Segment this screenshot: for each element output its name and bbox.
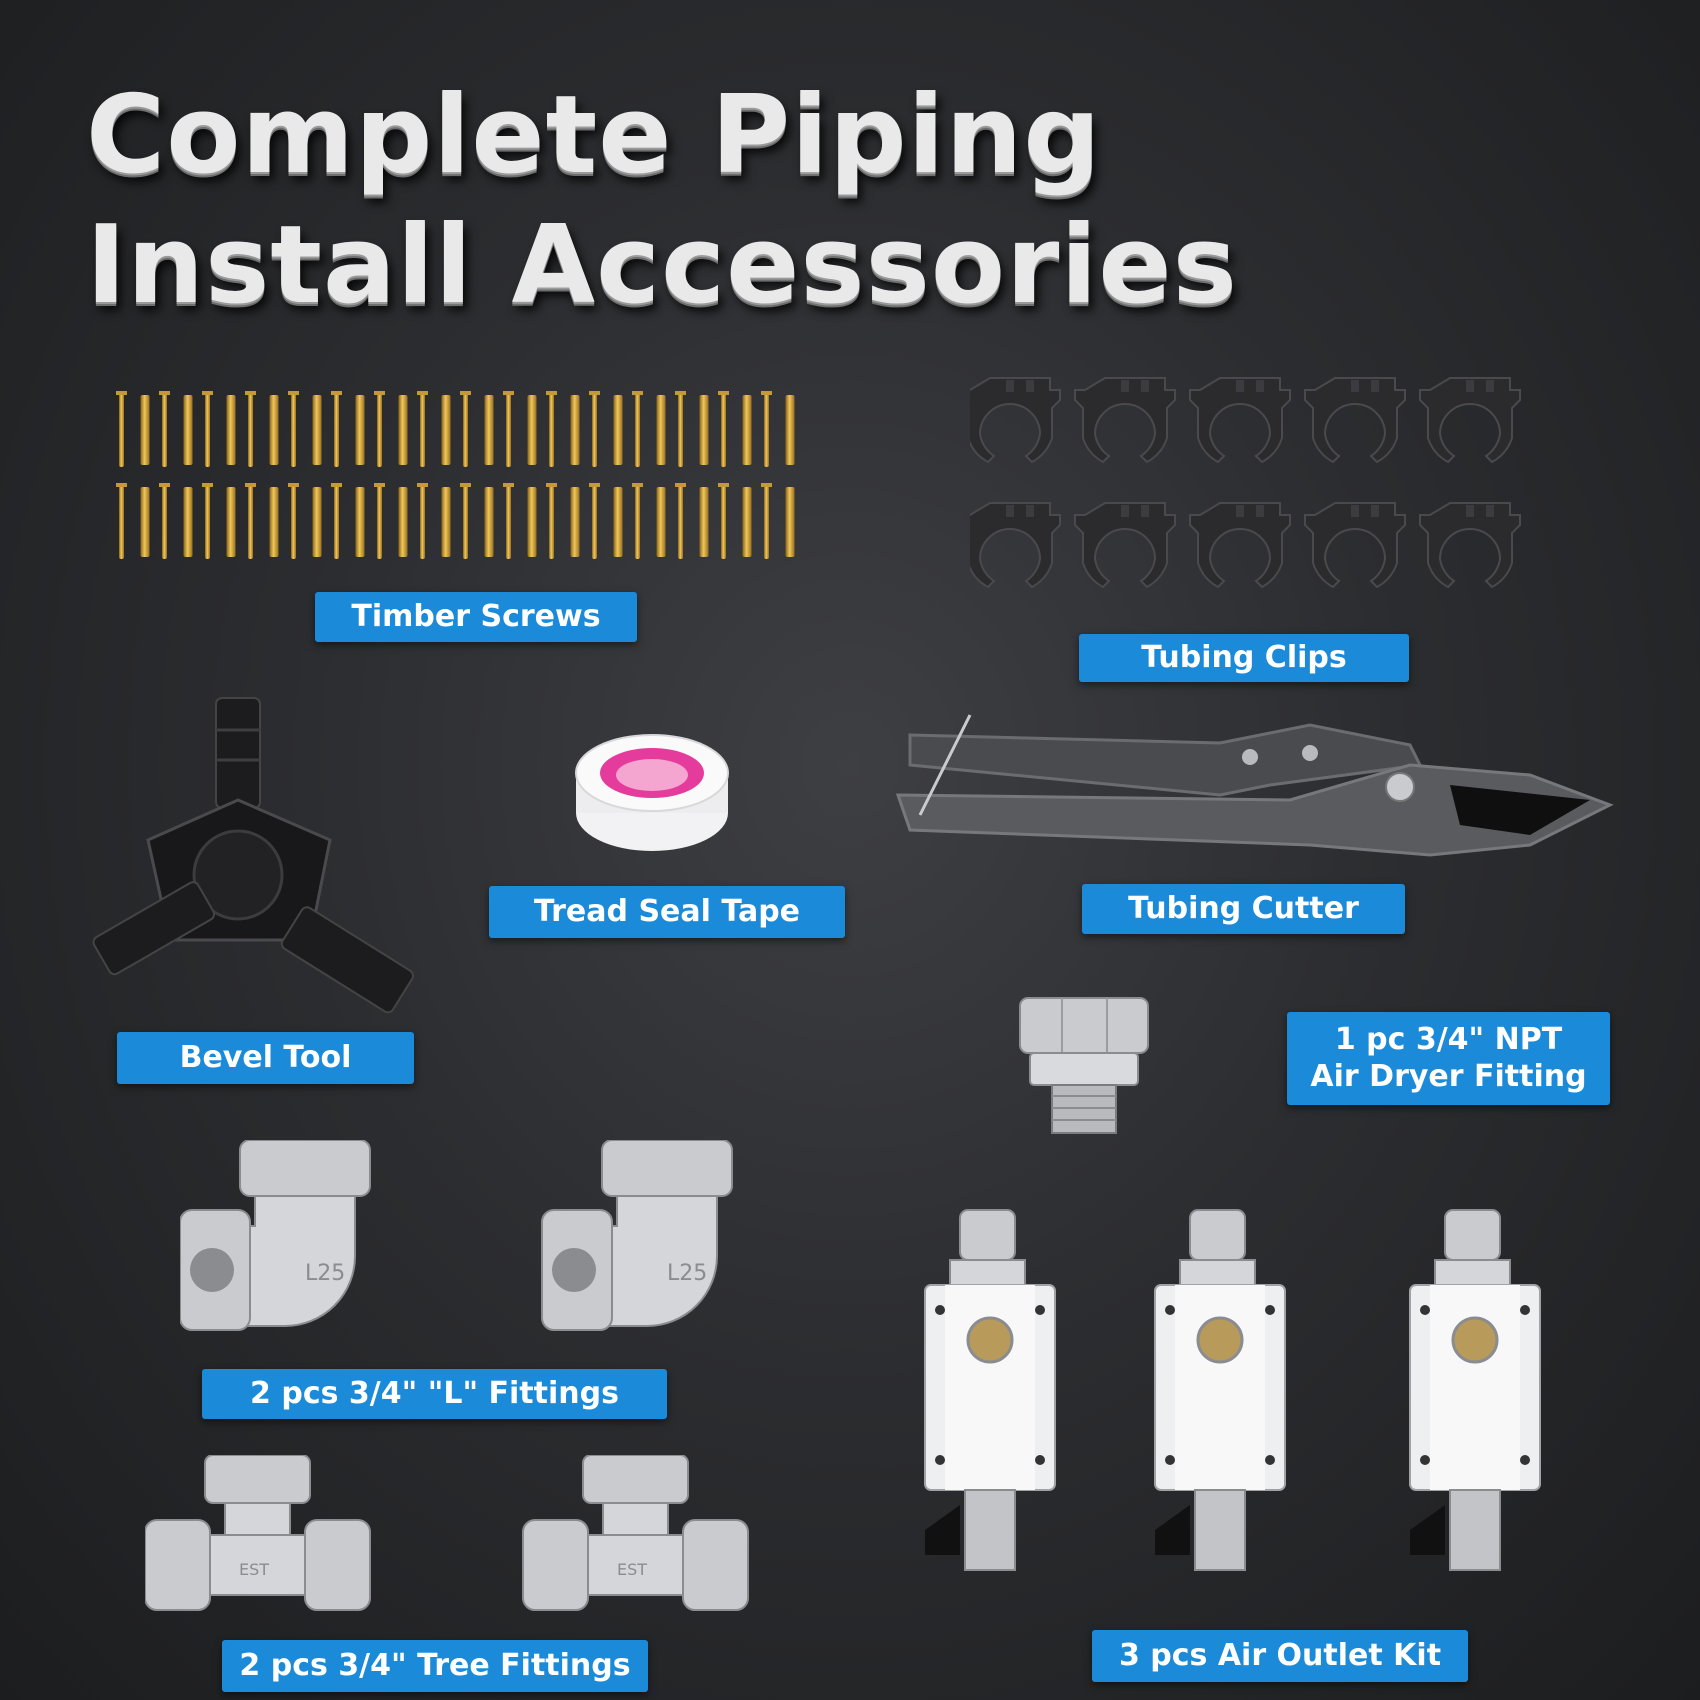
air-dryer-fitting-text-1: 1 pc 3/4" NPT [1334,1021,1563,1057]
air-dryer-fitting-label: 1 pc 3/4" NPT Air Dryer Fitting [1287,1012,1610,1105]
air-outlet-kit-label: 3 pcs Air Outlet Kit [1092,1630,1468,1682]
headline-line-2: Install Accessories [86,203,1238,328]
air-outlet-kit-image [923,1208,1542,1572]
bevel-tool-text: Bevel Tool [179,1039,352,1075]
thread-seal-tape-text: Tread Seal Tape [533,893,801,929]
l-fittings-image: L25 [180,1140,733,1331]
l-fittings-label: 2 pcs 3/4" "L" Fittings [202,1369,667,1419]
bevel-tool-label: Bevel Tool [117,1032,414,1084]
bevel-tool-image [92,697,414,1014]
thread-seal-tape-image [575,734,729,851]
thread-seal-tape-label: Tread Seal Tape [489,886,845,938]
timber-screws-image [116,391,795,559]
tubing-clips-label: Tubing Clips [1079,634,1409,682]
tubing-clips-text: Tubing Clips [1141,639,1347,675]
tubing-cutter-text: Tubing Cutter [1128,890,1359,926]
timber-screws-text: Timber Screws [351,598,601,634]
air-outlet-kit-text: 3 pcs Air Outlet Kit [1118,1637,1442,1673]
timber-screws-label: Timber Screws [315,592,637,642]
air-dryer-fitting-image [1019,997,1149,1134]
tee-fittings-image: EST [145,1455,749,1611]
tree-fittings-text: 2 pcs 3/4" Tree Fittings [239,1647,631,1683]
l-fittings-text: 2 pcs 3/4" "L" Fittings [250,1375,619,1411]
tree-fittings-label: 2 pcs 3/4" Tree Fittings [222,1640,648,1692]
air-dryer-fitting-text-2: Air Dryer Fitting [1310,1058,1587,1094]
tubing-clips-image [970,377,1521,588]
tubing-cutter-label: Tubing Cutter [1082,884,1405,934]
tubing-cutter-image [895,714,1614,857]
headline-line-1: Complete Piping [86,73,1102,198]
